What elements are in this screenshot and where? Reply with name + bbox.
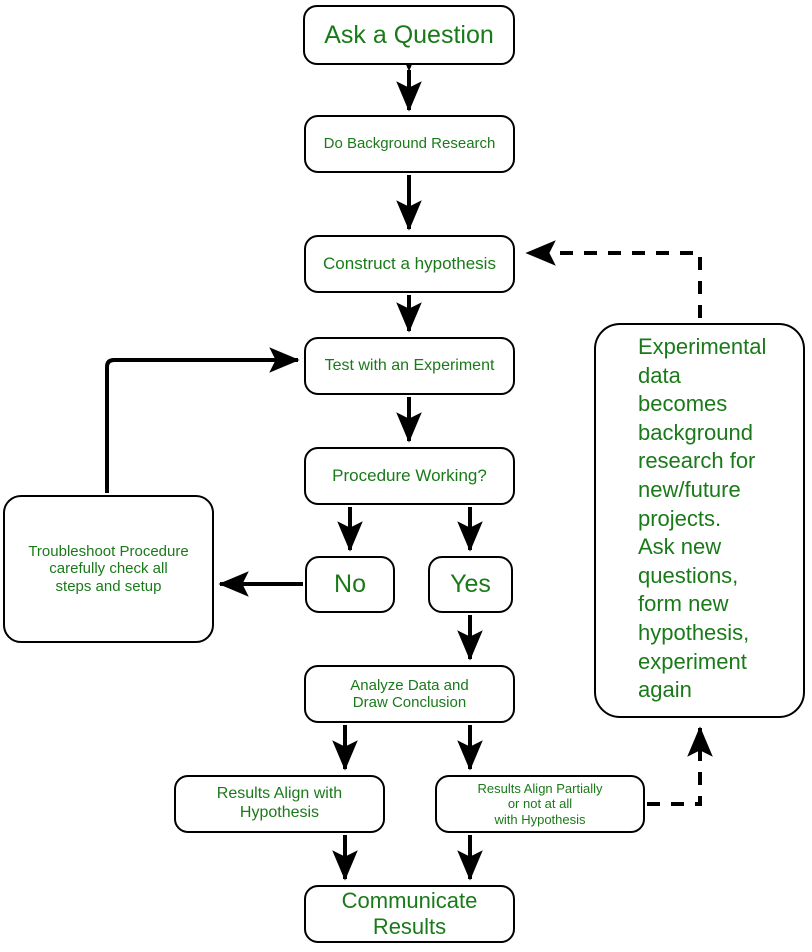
node-results-align-with-hypothesis[interactable]: Results Align with Hypothesis	[174, 775, 385, 833]
node-label: Results Align Partially or not at all wi…	[477, 781, 603, 827]
node-do-background-research[interactable]: Do Background Research	[304, 115, 515, 173]
node-yes[interactable]: Yes	[428, 556, 513, 613]
edge-troubleshoot-to-test	[105, 347, 300, 493]
node-communicate-results[interactable]: Communicate Results	[304, 885, 515, 943]
node-label: Results Align with Hypothesis	[216, 785, 343, 821]
node-label: Procedure Working?	[332, 466, 487, 486]
node-construct-a-hypothesis[interactable]: Construct a hypothesis	[304, 235, 515, 293]
node-label: Analyze Data and Draw Conclusion	[350, 676, 469, 711]
node-label: No	[334, 570, 366, 598]
node-label: Ask a Question	[324, 20, 494, 49]
edge-experimental-to-hypothesis	[525, 240, 702, 318]
node-label: Experimental data becomes background res…	[638, 334, 767, 703]
node-analyze-data-and-draw-conclusion[interactable]: Analyze Data and Draw Conclusion	[304, 665, 515, 723]
node-experimental-data-feedback[interactable]: Experimental data becomes background res…	[594, 323, 805, 718]
node-troubleshoot-procedure[interactable]: Troubleshoot Procedure carefully check a…	[3, 495, 214, 643]
node-label: Troubleshoot Procedure carefully check a…	[28, 542, 189, 595]
node-test-with-an-experiment[interactable]: Test with an Experiment	[304, 337, 515, 395]
node-ask-a-question[interactable]: Ask a Question	[303, 5, 515, 65]
node-label: Yes	[450, 570, 491, 598]
node-label: Do Background Research	[323, 135, 496, 153]
node-label: Communicate Results	[341, 888, 478, 939]
node-procedure-working[interactable]: Procedure Working?	[304, 447, 515, 505]
node-no[interactable]: No	[305, 556, 395, 613]
node-results-align-partially[interactable]: Results Align Partially or not at all wi…	[435, 775, 645, 833]
node-label: Test with an Experiment	[324, 356, 495, 374]
node-label: Construct a hypothesis	[323, 254, 496, 274]
edge-partial-to-experimental	[647, 726, 713, 806]
